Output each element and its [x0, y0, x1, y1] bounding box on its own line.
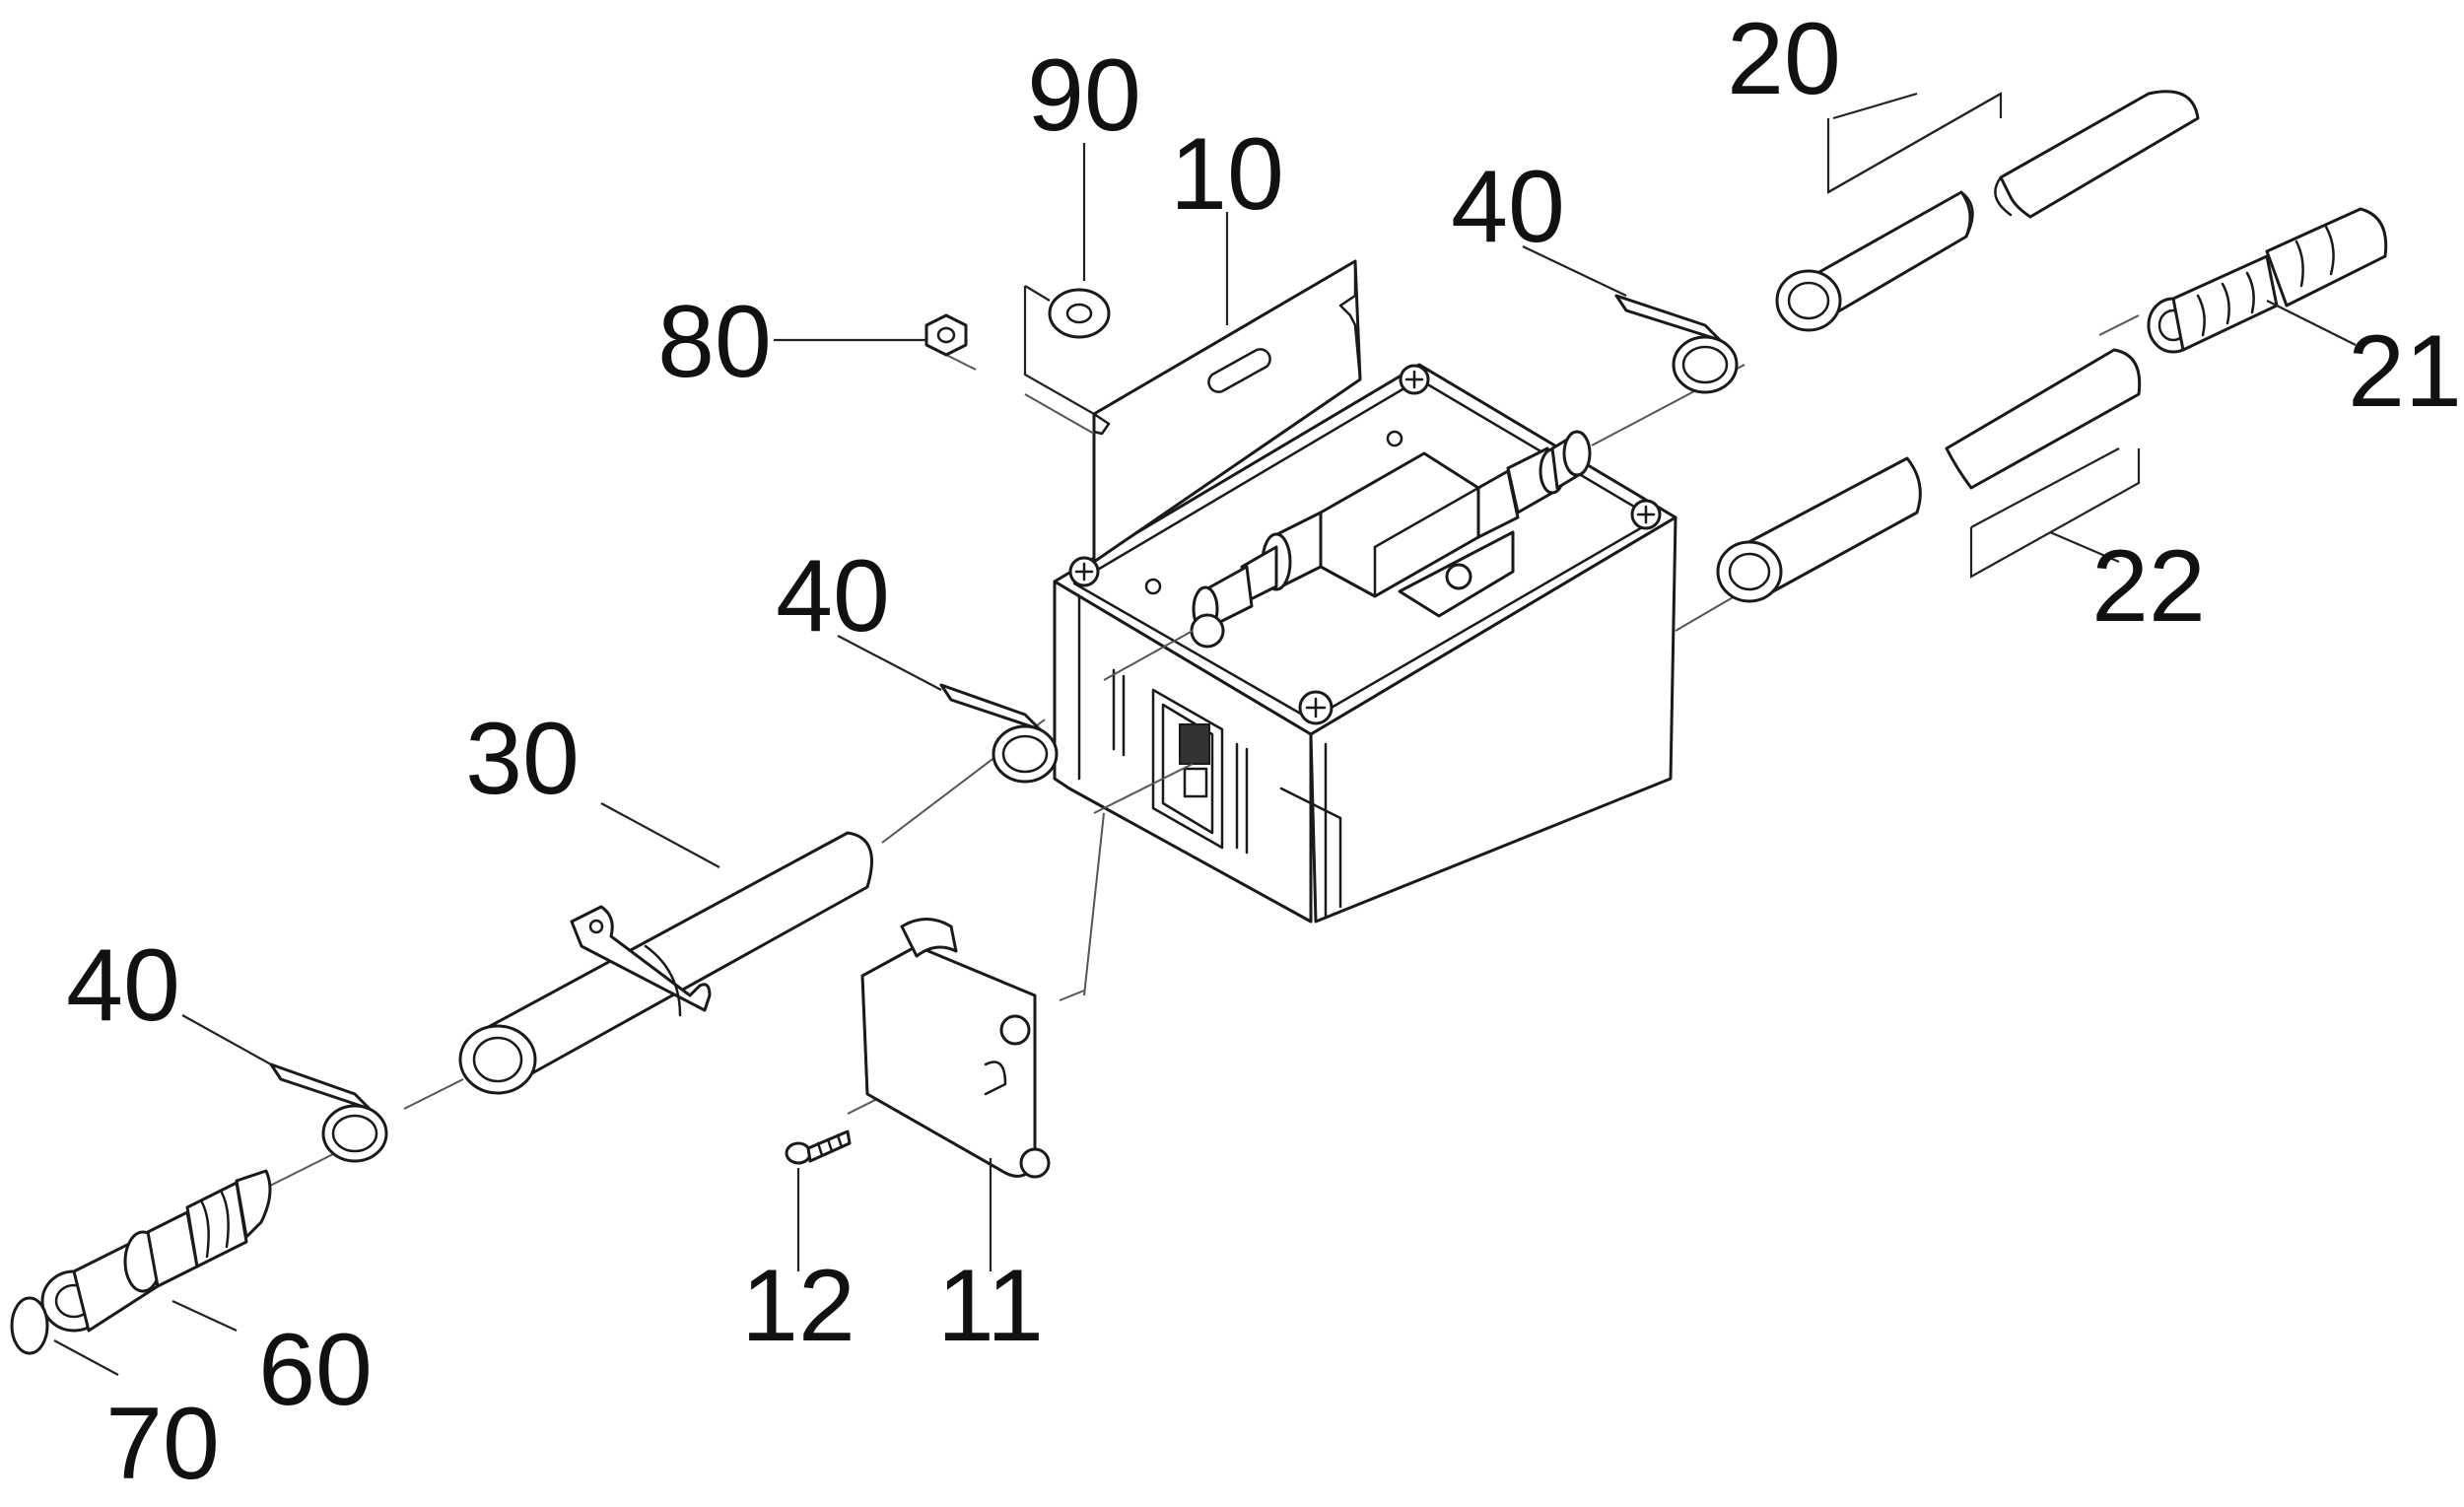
callout-40-lower: 40 — [66, 928, 180, 1043]
washer-90 — [1048, 288, 1111, 339]
callout-22: 22 — [2091, 529, 2206, 644]
callout-40-upper: 40 — [1451, 150, 1565, 264]
fitting-60 — [40, 1169, 272, 1333]
leader-lines — [53, 92, 2357, 1376]
screw-12 — [785, 1130, 852, 1165]
o-ring-70 — [10, 1296, 49, 1355]
callout-90: 90 — [1027, 38, 1141, 153]
callout-12: 12 — [741, 1249, 856, 1363]
hose-30 — [458, 831, 873, 1095]
hose-clamp-40-lower — [269, 1062, 388, 1163]
hose-22 — [1716, 348, 2142, 603]
callout-10: 10 — [1170, 117, 1284, 232]
callout-20: 20 — [1727, 2, 1841, 116]
callout-11: 11 — [937, 1249, 1044, 1363]
inline-filter — [1190, 430, 1592, 649]
callout-labels: 90 10 80 20 40 21 22 40 30 40 12 11 60 7… — [66, 2, 2462, 1501]
callout-80: 80 — [657, 285, 772, 399]
callout-70: 70 — [105, 1387, 220, 1501]
barbed-fitting-21 — [2147, 207, 2388, 354]
callout-21: 21 — [2348, 314, 2462, 429]
callout-40-middle: 40 — [776, 539, 890, 653]
callout-30: 30 — [465, 702, 580, 816]
hose-20 — [1775, 90, 2200, 332]
nut-80 — [924, 313, 968, 357]
washer-nut-axis — [1023, 286, 1095, 415]
hose-clamp-40-upper — [1614, 294, 1739, 394]
mounting-bracket — [1092, 259, 1362, 564]
hose-clamp-40-middle — [939, 683, 1059, 784]
callout-60: 60 — [258, 1313, 373, 1427]
holder-clip-11 — [860, 918, 1051, 1179]
